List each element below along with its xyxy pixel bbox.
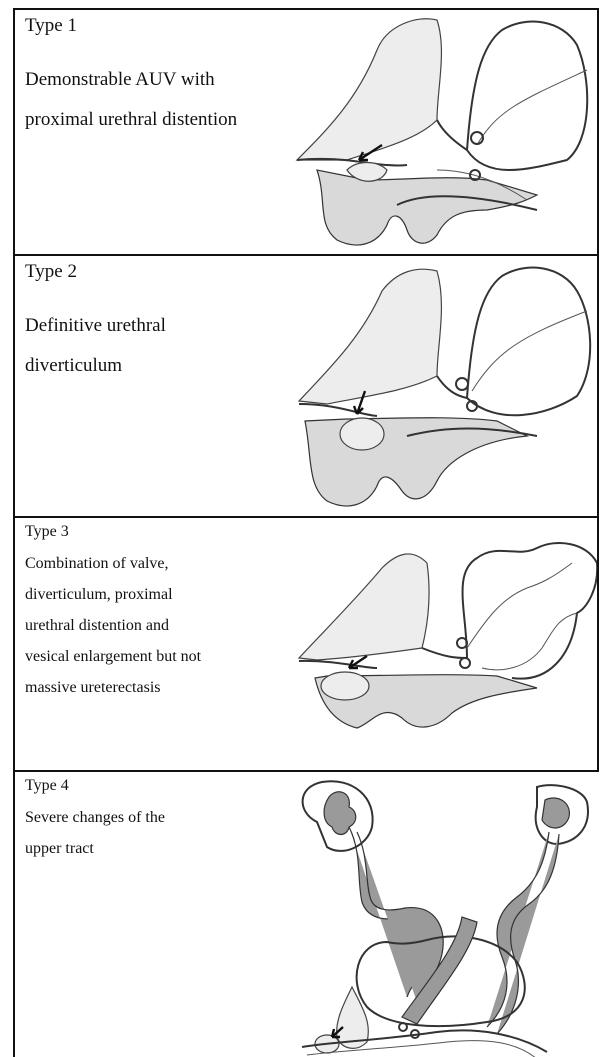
type-4-line-2: upper tract	[25, 833, 165, 864]
type-4-row: Type 4 Severe changes of the upper tract	[13, 770, 599, 1057]
type-3-label: Type 3	[25, 522, 69, 542]
type-3-line-5: massive ureterectasis	[25, 672, 201, 703]
type-3-line-2: diverticulum, proximal	[25, 579, 201, 610]
type-4-line-1: Severe changes of the	[25, 802, 165, 833]
type-1-row: Type 1 Demonstrable AUV with proximal ur…	[13, 8, 599, 256]
type-3-description: Combination of valve, diverticulum, prox…	[25, 548, 201, 703]
type-2-line-1: Definitive urethral	[25, 306, 166, 346]
type-4-illustration	[287, 772, 599, 1057]
type-3-illustration	[287, 518, 599, 772]
type-4-label: Type 4	[25, 776, 69, 796]
type-1-line-1: Demonstrable AUV with	[25, 60, 237, 100]
type-1-label: Type 1	[25, 16, 77, 36]
type-2-description: Definitive urethral diverticulum	[25, 306, 166, 386]
type-3-line-4: vesical enlargement but not	[25, 641, 201, 672]
type-2-row: Type 2 Definitive urethral diverticulum	[13, 254, 599, 518]
type-3-row: Type 3 Combination of valve, diverticulu…	[13, 516, 599, 772]
type-1-description: Demonstrable AUV with proximal urethral …	[25, 60, 237, 140]
type-4-description: Severe changes of the upper tract	[25, 802, 165, 864]
type-2-illustration	[287, 256, 599, 518]
type-2-line-2: diverticulum	[25, 346, 166, 386]
type-2-label: Type 2	[25, 262, 77, 282]
type-1-line-2: proximal urethral distention	[25, 100, 237, 140]
type-1-illustration	[287, 10, 599, 256]
type-3-line-1: Combination of valve,	[25, 548, 201, 579]
classification-table: Type 1 Demonstrable AUV with proximal ur…	[13, 8, 600, 1057]
type-3-line-3: urethral distention and	[25, 610, 201, 641]
